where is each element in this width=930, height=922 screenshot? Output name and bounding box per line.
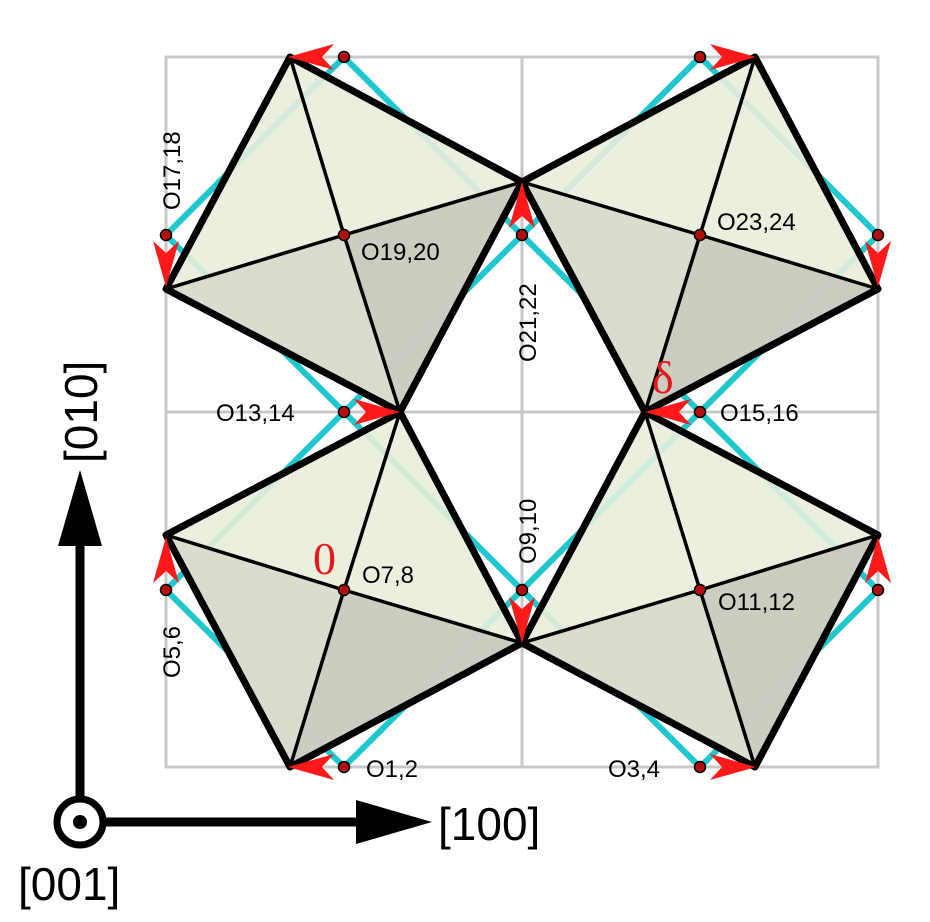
oxygen-site: [871, 583, 885, 597]
oxygen-site: [337, 50, 351, 64]
arrow-o3-4-right: [710, 754, 756, 780]
oxygen-site: [693, 50, 707, 64]
oxygen-site: [337, 583, 351, 597]
label-o5-6: O5,6: [159, 626, 186, 678]
arrow-o17-18-top-left: [288, 44, 334, 70]
axis-001-dot: [73, 815, 87, 829]
oxygen-site: [515, 583, 529, 597]
crystal-axes: [100] [010] [001]: [18, 361, 540, 910]
label-o19-20: O19,20: [361, 239, 440, 266]
oxygen-site: [693, 760, 707, 774]
oxygen-site: [693, 228, 707, 242]
axis-label-001: [001]: [18, 858, 120, 910]
arrow-o9-10-down: [509, 597, 535, 643]
label-o9-10: O9,10: [515, 499, 542, 564]
phase-label-delta: δ: [652, 352, 674, 403]
oxygen-site: [159, 583, 173, 597]
oxygen-site: [871, 228, 885, 242]
oxygen-site: [337, 760, 351, 774]
arrow-o11-12-up: [865, 537, 891, 583]
label-o23-24: O23,24: [717, 209, 796, 236]
oxygen-site: [337, 405, 351, 419]
phase-labels: 0 δ: [313, 352, 674, 584]
arrow-o21-22-up: [509, 182, 535, 228]
label-o3-4: O3,4: [608, 756, 660, 783]
label-o17-18: O17,18: [159, 131, 186, 210]
oxygen-site: [159, 228, 173, 242]
axis-010-arrowhead: [58, 470, 102, 546]
label-o11-12: O11,12: [718, 589, 795, 616]
octahedron-top-left: [162, 53, 526, 416]
arrow-o15-16-left: [645, 399, 691, 425]
oxygen-site: [693, 405, 707, 419]
label-o21-22: O21,22: [515, 283, 542, 362]
oxygen-site: [515, 228, 529, 242]
axis-100-arrowhead: [356, 800, 432, 844]
label-o13-14: O13,14: [216, 400, 295, 427]
oxygen-sites: [159, 50, 885, 774]
arrow-o17-18-left: [153, 241, 179, 287]
arrow-o13-14-right: [354, 399, 400, 425]
site-labels: O1,2 O3,4 O5,6 O7,8 O9,10 O11,12 O13,14 …: [159, 131, 799, 783]
displacement-arrows: [153, 44, 891, 780]
phase-label-zero: 0: [313, 533, 336, 584]
arrow-o23-24-right: [865, 241, 891, 287]
label-o1-2: O1,2: [366, 756, 418, 783]
oxygen-site: [693, 583, 707, 597]
label-o15-16: O15,16: [720, 400, 799, 427]
arrow-o5-6-up: [153, 537, 179, 583]
unit-cell-grid: [164, 55, 880, 769]
axis-label-100: [100]: [438, 798, 540, 850]
arrow-o17-18-top-right: [710, 44, 756, 70]
label-o7-8: O7,8: [362, 562, 414, 589]
axis-label-010: [010]: [55, 361, 107, 463]
arrow-o1-2-left: [288, 754, 334, 780]
oxygen-site: [337, 228, 351, 242]
